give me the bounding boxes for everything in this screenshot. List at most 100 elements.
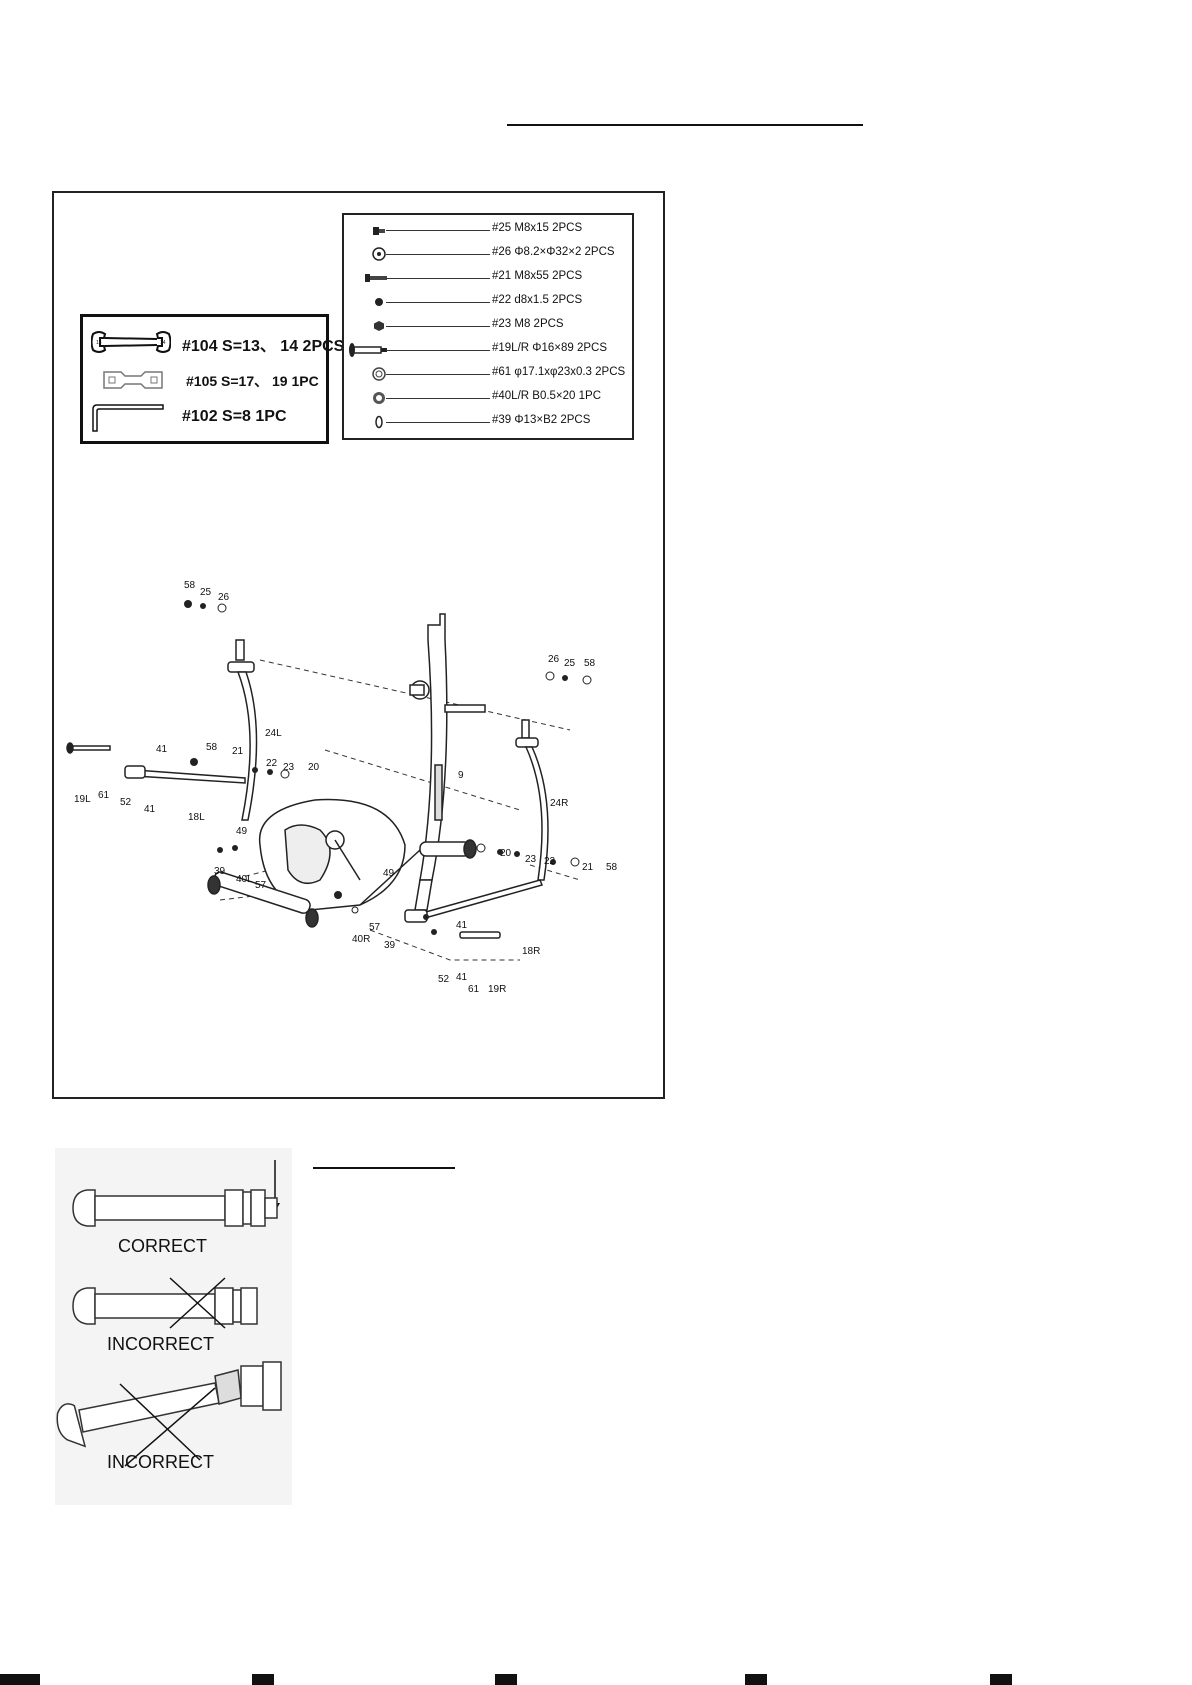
- hardware-leader-line: [386, 326, 490, 327]
- right-pedal-arm: [404, 879, 544, 939]
- axle-icon: [349, 343, 387, 357]
- callout: 24R: [550, 798, 568, 809]
- footer-strip: [0, 1674, 1012, 1685]
- callout: 25: [564, 658, 576, 669]
- callout: 22: [544, 856, 556, 867]
- tool-label: #102 S=8 1PC: [182, 408, 287, 425]
- incorrect-bolt: [56, 1361, 282, 1467]
- callout: 39: [384, 940, 396, 951]
- bolt-check-panel: CORRECT INCORRECT INCORRECT: [55, 1148, 292, 1505]
- hardware-label: #25 M8x15 2PCS: [492, 222, 583, 234]
- callout: 52: [438, 974, 450, 985]
- callout: 26: [218, 592, 230, 603]
- title-underline: [507, 124, 863, 126]
- hardware-row: #40L/R B0.5×20 1PC: [344, 387, 632, 411]
- correct-bolt: [72, 1189, 278, 1227]
- hardware-row: #19L/R Φ16×89 2PCS: [344, 339, 632, 363]
- allen-key-icon: [92, 404, 164, 432]
- callout: 18L: [188, 812, 205, 823]
- callout: 61: [98, 790, 110, 801]
- callout: 57: [369, 922, 381, 933]
- tool-row: #102 S=8 1PC: [83, 401, 326, 437]
- callout: 23: [525, 854, 537, 865]
- callout: 40R: [352, 934, 370, 945]
- open-end-wrench-icon: 13 14: [91, 331, 171, 353]
- hardware-list: #25 M8x15 2PCS #26 Φ8.2×Φ32×2 2PCS #21 M…: [342, 213, 634, 440]
- section-underline: [313, 1167, 455, 1169]
- callout: 49: [383, 868, 395, 879]
- hardware-label: #61 φ17.1xφ23x0.3 2PCS: [492, 366, 626, 378]
- callout: 61: [468, 984, 480, 995]
- hardware-leader-line: [386, 278, 490, 279]
- callout: 52: [120, 797, 132, 808]
- callout: 19L: [74, 794, 91, 805]
- part-callouts: 58 25 26 24L 9 26 25 58 24R 41 19L 61 52…: [74, 580, 618, 995]
- callout: 25: [200, 587, 212, 598]
- hardware-leader-line: [386, 350, 490, 351]
- hardware-row: #25 M8x15 2PCS: [344, 219, 632, 243]
- callout: 20: [308, 762, 320, 773]
- callout: 20: [500, 848, 512, 859]
- bolt-short-icon: [373, 227, 385, 235]
- callout: 58: [606, 862, 618, 873]
- callout: 23: [283, 762, 295, 773]
- hardware-row: #22 d8x1.5 2PCS: [344, 291, 632, 315]
- flat-spanner-icon: [103, 371, 163, 389]
- bushing-icon: [373, 392, 385, 404]
- incorrect-bolt: [72, 1277, 258, 1329]
- bolt-long-icon: [365, 274, 387, 282]
- callout: 19R: [488, 984, 506, 995]
- hardware-leader-line: [386, 398, 490, 399]
- right-handlebar: [515, 719, 549, 881]
- hardware-row: #26 Φ8.2×Φ32×2 2PCS: [344, 243, 632, 267]
- upright-post: [409, 613, 486, 911]
- exploded-assembly-diagram: 58 25 26 24L 9 26 25 58 24R 41 19L 61 52…: [66, 580, 618, 995]
- hardware-label: #21 M8x55 2PCS: [492, 270, 583, 282]
- callout: 24L: [265, 728, 282, 739]
- callout: 41: [156, 744, 168, 755]
- bolt-check-illustration: [56, 1160, 282, 1467]
- nut-icon: [374, 321, 384, 331]
- svg-text:14: 14: [160, 340, 166, 346]
- tool-label: #104 S=13、 14 2PCS: [182, 338, 345, 355]
- tools-box: 13 14 #104 S=13、 14 2PCS #105 S=17、 19 1…: [80, 314, 344, 444]
- hardware-leader-line: [386, 422, 490, 423]
- tool-row: #105 S=17、 19 1PC: [83, 363, 326, 399]
- callout: 58: [184, 580, 196, 591]
- rear-stabilizer: [207, 871, 319, 928]
- callout: 49: [236, 826, 248, 837]
- correct-label: CORRECT: [118, 1236, 207, 1256]
- hardware-label: #22 d8x1.5 2PCS: [492, 294, 583, 306]
- hardware-label: #26 Φ8.2×Φ32×2 2PCS: [492, 246, 615, 258]
- tool-label: #105 S=17、 19 1PC: [186, 373, 319, 389]
- hardware-dots: [184, 600, 592, 935]
- hardware-leader-line: [386, 374, 490, 375]
- callout: 21: [232, 746, 244, 757]
- spring-washer-icon: [375, 298, 383, 306]
- hardware-leader-line: [386, 302, 490, 303]
- callout: 58: [206, 742, 218, 753]
- callout: 26: [548, 654, 560, 665]
- wave-washer-icon: [372, 367, 386, 381]
- c-clip-icon: [375, 415, 383, 429]
- callout: 58: [584, 658, 596, 669]
- hardware-row: #23 M8 2PCS: [344, 315, 632, 339]
- hardware-row: #61 φ17.1xφ23x0.3 2PCS: [344, 363, 632, 387]
- tool-row: 13 14 #104 S=13、 14 2PCS: [83, 325, 344, 361]
- hardware-label: #40L/R B0.5×20 1PC: [492, 390, 602, 402]
- svg-text:13: 13: [96, 340, 102, 346]
- callout: 39: [214, 866, 226, 877]
- callout: 41: [456, 972, 468, 983]
- assembly-frame: [52, 191, 665, 1099]
- hardware-leader-line: [386, 230, 490, 231]
- hardware-label: #23 M8 2PCS: [492, 318, 564, 330]
- flat-washer-icon: [372, 247, 386, 261]
- callout: 9: [458, 770, 464, 781]
- callout: 18R: [522, 946, 540, 957]
- incorrect-label: INCORRECT: [107, 1334, 214, 1354]
- hardware-label: #19L/R Φ16×89 2PCS: [492, 342, 607, 354]
- callout: 40L: [236, 874, 253, 885]
- front-stabilizer: [359, 839, 477, 906]
- callout: 22: [266, 758, 278, 769]
- hardware-row: #39 Φ13×B2 2PCS: [344, 411, 632, 435]
